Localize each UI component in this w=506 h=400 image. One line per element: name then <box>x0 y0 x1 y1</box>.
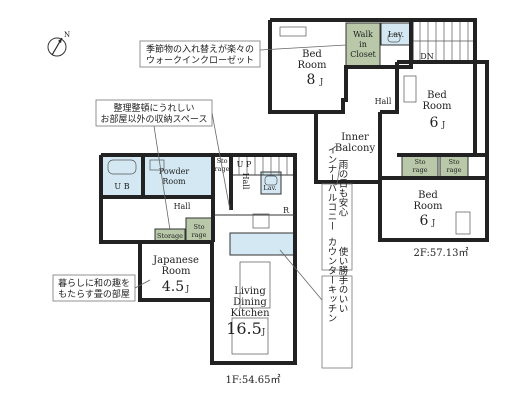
japanese-line1: Japanese <box>152 255 199 266</box>
hall-wall <box>380 62 399 114</box>
fridge <box>252 213 270 229</box>
ldk-line1: Living <box>234 286 266 297</box>
bed-bottom-size: 6 <box>420 213 429 229</box>
japanese-unit: J <box>185 284 189 293</box>
floor-2-plan: Bed Room 8 J Walk in Closet Lav. DN Hall… <box>268 18 489 259</box>
powder-line2: Room <box>162 177 186 186</box>
walk-in-line1: Walk <box>353 30 373 39</box>
compass: N <box>47 31 70 57</box>
ub-label: U B <box>114 182 129 191</box>
bed-right-name1: Bed <box>427 90 447 101</box>
callout-kitchen-col2: カウンターキッチン <box>326 237 338 323</box>
desk-2f <box>279 26 307 37</box>
bed-right-unit: J <box>441 120 445 129</box>
bed-right-size: 6 <box>430 115 439 131</box>
bed-top-name1: Bed <box>302 49 322 60</box>
ldk-line3: Kitchen <box>230 308 270 319</box>
sto-2f-a-line2: rage <box>413 166 428 174</box>
japanese-line2: Room <box>161 266 191 277</box>
sto-small-1f-line1: Sto <box>217 157 228 165</box>
bed-right-furniture <box>403 75 417 103</box>
callout-japanese-line2: もたらす畳の部屋 <box>58 288 130 300</box>
sto-2f-b-line1: Sto <box>449 158 460 166</box>
sto-left-line1: Sto <box>194 223 205 231</box>
walk-in-line3: Closet <box>350 50 376 59</box>
callout-kitchen: 使い勝手のいい カウンターキッチン <box>279 237 353 369</box>
callout-closet-line1: 季節物の入れ替えが楽々の <box>146 43 254 55</box>
callout-closet: 季節物の入れ替えが楽々の ウォークインクローゼット <box>139 40 347 68</box>
bed-top-name2: Room <box>297 60 327 71</box>
callout-storage: 整理整頓にうれしい お部屋以外の収納スペース <box>95 99 231 231</box>
callout-japanese: 暮らしに和の趣を もたらす畳の部屋 <box>52 274 151 302</box>
walk-in-closet-2f <box>345 22 381 68</box>
japanese-size: 4.5 <box>162 279 184 295</box>
sofa <box>231 317 269 355</box>
ldk-unit: J <box>261 327 265 336</box>
compass-circle <box>47 37 67 57</box>
washbasin <box>149 159 165 171</box>
storage-1f-label: Storage <box>157 232 183 240</box>
callout-balcony: 雨の日も安心 インナーバルコニー <box>321 145 353 271</box>
balcony-line2: Balcony <box>335 143 376 154</box>
toilet-2f <box>387 33 401 43</box>
floor-1-plan: U B Powder Room Sto rage U P Hall Lav. H… <box>99 153 297 386</box>
sto-2f-b-line2: rage <box>447 166 462 174</box>
area-2f: 2F:57.13㎡ <box>414 247 469 259</box>
lav-1f-label: Lav. <box>263 184 276 192</box>
toilet-1f <box>264 175 278 186</box>
callout-kitchen-col1: 使い勝手のいい <box>337 246 349 313</box>
balcony-line1: Inner <box>341 132 369 143</box>
bed-bottom-unit: J <box>431 218 435 227</box>
hall-v-label: Hall <box>241 173 250 190</box>
hall-2f-label: Hall <box>375 97 392 106</box>
bathtub <box>107 159 137 175</box>
sto-left-line2: rage <box>192 231 207 239</box>
bed-bottom-name1: Bed <box>418 190 438 201</box>
callout-balcony-col2: インナーバルコニー <box>326 145 338 231</box>
callout-storage-line2: お部屋以外の収納スペース <box>101 113 208 125</box>
kitchen-counter <box>229 232 295 256</box>
callout-closet-line2: ウォークインクローゼット <box>146 54 254 66</box>
bed-bottom-furniture <box>455 211 471 235</box>
powder-line1: Powder <box>159 167 190 176</box>
dn-label: DN <box>420 52 433 61</box>
walk-in-line2: in <box>359 40 367 49</box>
callout-balcony-col1: 雨の日も安心 <box>337 160 349 217</box>
dining-table <box>239 261 271 309</box>
up-label: U P <box>237 160 252 169</box>
r-label: R <box>283 206 290 215</box>
area-1f: 1F:54.65㎡ <box>226 374 281 386</box>
hall-1f-label: Hall <box>174 202 191 211</box>
bed-bottom-name2: Room <box>413 201 443 212</box>
compass-arrow-icon <box>58 38 62 43</box>
bedroom-wall-2f <box>268 20 413 114</box>
compass-label: N <box>64 31 70 39</box>
bed-top-unit: J <box>319 77 323 86</box>
ldk-size: 16.5 <box>226 319 262 338</box>
lav-2f-label: Lav. <box>388 30 404 39</box>
ldk-line2: Dining <box>233 297 267 308</box>
bed-top-size: 8 <box>307 72 316 88</box>
powder-room <box>142 154 214 198</box>
outer-wall-2f <box>270 18 489 242</box>
bed-right-wall <box>397 60 477 155</box>
sto-2f-a-line1: Sto <box>415 158 426 166</box>
bed-right-name2: Room <box>422 101 452 112</box>
callout-japanese-line1: 暮らしに和の趣を <box>58 277 130 289</box>
balcony-wall <box>314 112 380 184</box>
callout-storage-line1: 整理整頓にうれしい <box>113 102 194 114</box>
